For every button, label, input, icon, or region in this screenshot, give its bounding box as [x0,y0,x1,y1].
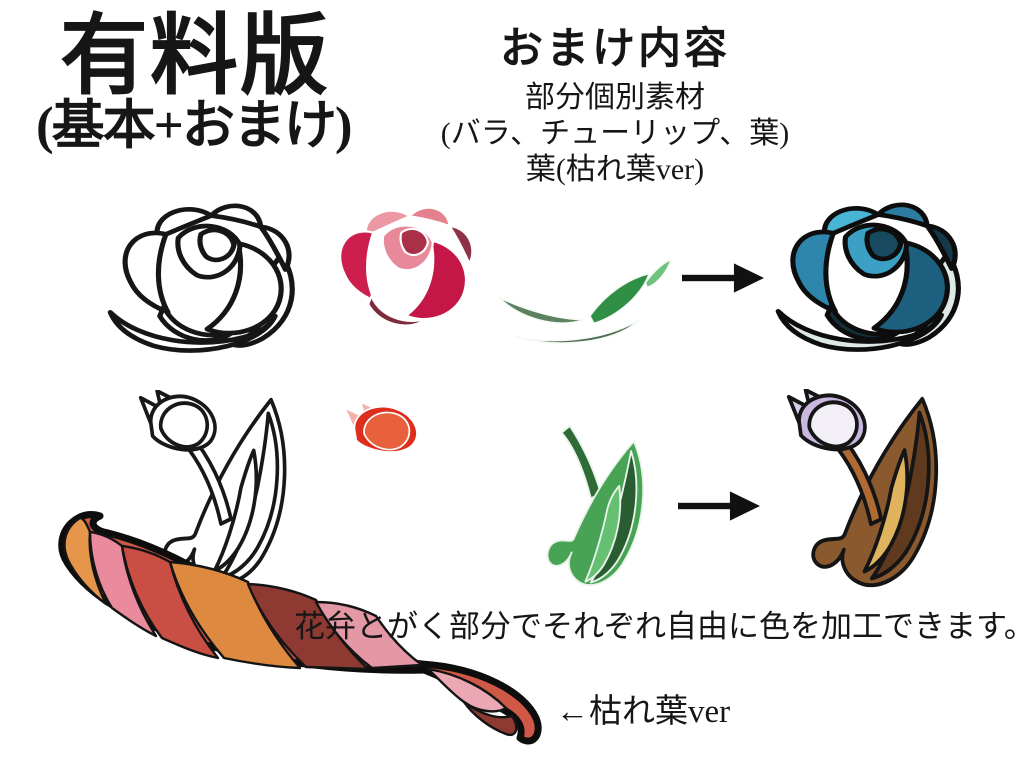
bonus-line-flowers: (バラ、チューリップ、葉) [440,117,790,150]
dried-leaf-caption: ←枯れ葉ver [556,694,731,730]
rose-lineart-image [107,203,295,353]
main-title: 有料版 [60,9,331,106]
tulip-bud-red-image [343,401,418,453]
tulip-colored-image [786,389,939,588]
main-subtitle: (基本+おまけ) [36,97,352,155]
rose-leaves-image [498,259,672,344]
tulip-lineart-image [138,390,287,587]
color-edit-note: 花弁とがく部分でそれぞれ自由に色を加工できます。 [294,609,1024,644]
arrow-right-icon [678,491,760,521]
bonus-line-materials: 部分個別素材 [525,81,705,114]
arrow-right-icon [682,263,764,293]
bonus-heading: おまけ内容 [500,26,730,73]
dried-leaf-large-image [58,511,542,745]
bonus-line-dried: 葉(枯れ葉ver) [525,153,705,186]
tulip-leaf-image [546,424,645,587]
rose-red-image [339,206,474,327]
bonus-contents-block: おまけ内容 部分個別素材 (バラ、チューリップ、葉) 葉(枯れ葉ver) [405,28,825,191]
rose-blue-image [775,202,961,352]
